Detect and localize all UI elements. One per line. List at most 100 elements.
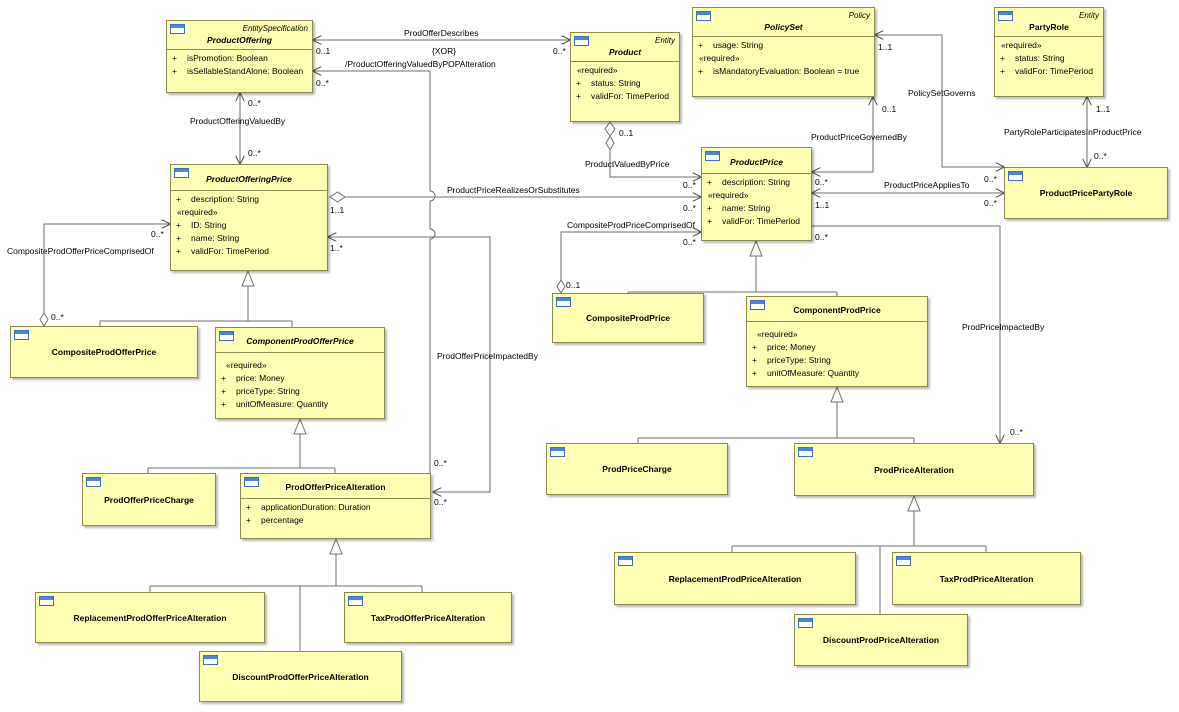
multiplicity: 0..* bbox=[248, 98, 261, 108]
multiplicity: 0..* bbox=[434, 497, 447, 507]
link-composite-offer-comprised bbox=[43, 224, 170, 313]
link-product-valued-by-price bbox=[609, 150, 701, 177]
class-tax-prod-offer-price-alteration[interactable]: TaxProdOfferPriceAlteration bbox=[344, 592, 512, 643]
multiplicity: 0..* bbox=[1010, 427, 1023, 437]
label-composite-offer-comprised: CompositeProdOfferPriceComprisedOf bbox=[7, 246, 154, 256]
label-price-impacted-by: ProdPriceImpactedBy bbox=[962, 322, 1045, 332]
multiplicity: 0..* bbox=[248, 148, 261, 158]
class-icon bbox=[86, 477, 101, 487]
attribute: validFor: TimePeriod bbox=[171, 245, 327, 258]
attribute: unitOfMeasure: Quantity bbox=[747, 367, 927, 380]
multiplicity: 0..* bbox=[553, 46, 566, 56]
attribute: priceType: String bbox=[216, 385, 384, 398]
class-composite-prod-offer-price[interactable]: CompositeProdOfferPrice bbox=[10, 326, 198, 378]
class-name: DiscountProdPriceAlteration bbox=[822, 635, 940, 645]
label-xor: {XOR} bbox=[432, 46, 457, 56]
class-party-role[interactable]: Entity PartyRole «required» status: Stri… bbox=[994, 7, 1104, 97]
class-icon bbox=[750, 300, 765, 310]
required-group: «required» bbox=[226, 360, 267, 370]
class-discount-prod-price-alteration[interactable]: DiscountProdPriceAlteration bbox=[794, 614, 968, 666]
class-name: ProductPricePartyRole bbox=[1039, 188, 1133, 198]
class-icon bbox=[705, 151, 720, 161]
attribute: price: Money bbox=[747, 341, 927, 354]
label-party-role-participates: PartyRoleParticipatesInProductPrice bbox=[1004, 127, 1142, 137]
required-group: «required» bbox=[1001, 40, 1042, 50]
triangle-component-offer bbox=[293, 417, 307, 435]
attribute: description: String bbox=[702, 176, 811, 189]
class-name: ProdOfferPriceAlteration bbox=[285, 482, 386, 492]
class-product-price-party-role[interactable]: ProductPricePartyRole bbox=[1004, 167, 1168, 219]
attribute: price: Money bbox=[216, 372, 384, 385]
class-discount-prod-offer-price-alteration[interactable]: DiscountProdOfferPriceAlteration bbox=[199, 651, 402, 702]
label-offering-valued-by: ProductOfferingValuedBy bbox=[190, 116, 286, 126]
multiplicity: 1..1 bbox=[815, 200, 830, 210]
class-icon bbox=[1008, 171, 1023, 181]
stereotype: Entity bbox=[1078, 11, 1099, 20]
class-replacement-prod-offer-price-alteration[interactable]: ReplacementProdOfferPriceAlteration bbox=[35, 592, 265, 643]
class-name: ComponentProdPrice bbox=[793, 305, 881, 315]
gen-component-offer bbox=[147, 434, 336, 473]
attribute: name: String bbox=[171, 232, 327, 245]
class-icon bbox=[174, 168, 189, 178]
class-prod-price-alteration[interactable]: ProdPriceAlteration bbox=[794, 443, 1034, 496]
required-group: «required» bbox=[708, 190, 749, 200]
diamond-product-lower bbox=[605, 134, 615, 152]
class-name: Product bbox=[608, 47, 642, 57]
class-name: ReplacementProdOfferPriceAlteration bbox=[73, 612, 227, 623]
gen-component-price bbox=[637, 402, 915, 443]
class-icon bbox=[574, 36, 589, 46]
triangle-offer-price bbox=[241, 269, 255, 287]
multiplicity: 0..* bbox=[683, 237, 696, 247]
class-name: ProductOffering bbox=[206, 35, 272, 45]
multiplicity: 0..* bbox=[683, 203, 696, 213]
class-replacement-prod-price-alteration[interactable]: ReplacementProdPriceAlteration bbox=[614, 552, 856, 605]
attribute: applicationDuration: Duration bbox=[241, 501, 430, 514]
attribute: isMandatoryEvaluation: Boolean = true bbox=[693, 65, 874, 78]
link-offer-price-impacted-by bbox=[328, 237, 491, 492]
class-name: ProdOfferPriceCharge bbox=[104, 494, 194, 505]
class-tax-prod-price-alteration[interactable]: TaxProdPriceAlteration bbox=[892, 552, 1081, 605]
class-prod-price-charge[interactable]: ProdPriceCharge bbox=[546, 443, 728, 495]
multiplicity: 0..* bbox=[984, 198, 997, 208]
class-icon bbox=[798, 618, 813, 628]
class-product[interactable]: Entity Product «required» status: String… bbox=[570, 32, 680, 122]
class-name: ProdPriceAlteration bbox=[874, 464, 954, 475]
class-composite-prod-price[interactable]: CompositeProdPrice bbox=[552, 293, 704, 343]
gen-product-price bbox=[627, 256, 838, 296]
class-icon bbox=[556, 297, 571, 307]
multiplicity: 1..1 bbox=[1096, 104, 1111, 114]
required-group: «required» bbox=[699, 53, 740, 63]
class-name: ProductPrice bbox=[730, 157, 783, 167]
class-component-prod-offer-price[interactable]: ComponentProdOfferPrice «required» price… bbox=[215, 327, 385, 419]
multiplicity: 0..* bbox=[984, 174, 997, 184]
class-icon bbox=[203, 655, 218, 665]
class-product-offering-price[interactable]: ProductOfferingPrice description: String… bbox=[170, 164, 328, 271]
multiplicity: 0..* bbox=[683, 180, 696, 190]
class-prod-offer-price-charge[interactable]: ProdOfferPriceCharge bbox=[82, 473, 216, 526]
class-icon bbox=[798, 447, 813, 457]
class-name: ProdPriceCharge bbox=[602, 464, 672, 474]
label-policy-set-governs: PolicySetGoverns bbox=[908, 88, 976, 98]
class-icon bbox=[348, 596, 363, 606]
attribute: validFor: TimePeriod bbox=[702, 215, 811, 228]
attribute: validFor: TimePeriod bbox=[995, 65, 1103, 78]
diamond-composite-offer bbox=[39, 312, 49, 327]
multiplicity: 0..* bbox=[1094, 151, 1107, 161]
class-icon bbox=[998, 11, 1013, 21]
multiplicity: 0..1 bbox=[316, 46, 331, 56]
class-icon bbox=[219, 331, 234, 341]
class-product-offering[interactable]: EntitySpecification ProductOffering isPr… bbox=[166, 20, 313, 93]
class-policy-set[interactable]: Policy PolicySet usage: String «required… bbox=[692, 7, 875, 97]
class-prod-offer-price-alteration[interactable]: ProdOfferPriceAlteration applicationDura… bbox=[240, 473, 431, 539]
link-composite-price-comprised bbox=[560, 232, 701, 280]
class-icon bbox=[39, 596, 54, 606]
gen-offer-alteration bbox=[149, 554, 423, 651]
triangle-offer-alteration bbox=[329, 537, 343, 555]
multiplicity: 1..1 bbox=[330, 205, 345, 215]
class-component-prod-price[interactable]: ComponentProdPrice «required» price: Mon… bbox=[746, 296, 928, 387]
class-icon bbox=[14, 330, 29, 340]
class-product-price[interactable]: ProductPrice description: String «requir… bbox=[701, 147, 812, 241]
attribute: status: String bbox=[995, 52, 1103, 65]
label-realizes-substitutes: ProductPriceRealizesOrSubstitutes bbox=[447, 185, 580, 195]
class-name: CompositeProdPrice bbox=[585, 313, 671, 323]
